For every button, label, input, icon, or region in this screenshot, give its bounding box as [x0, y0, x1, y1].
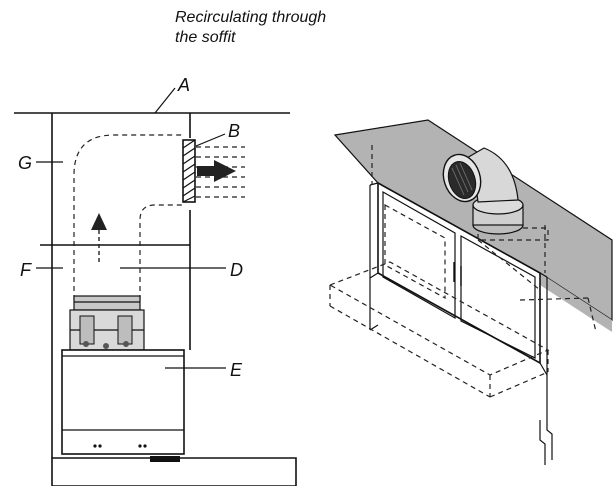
range-ledge — [51, 457, 297, 486]
hood-body — [61, 349, 185, 455]
hidden-lines — [328, 145, 597, 398]
callout-line-b — [195, 133, 226, 147]
callout-g: G — [18, 153, 32, 173]
callout-line-a — [154, 87, 176, 114]
callout-f: F — [20, 260, 32, 280]
blower-unit — [69, 295, 145, 351]
duct-path-outer — [73, 134, 183, 300]
callout-e: E — [230, 360, 243, 380]
arrow-up-icon — [91, 213, 107, 262]
duct-path-inner — [139, 204, 183, 300]
hood-light-strip — [150, 456, 180, 462]
vent-grille-icon — [182, 139, 196, 203]
arrow-right-icon — [197, 160, 236, 182]
section-view: A B G F D E — [14, 75, 297, 486]
callout-d: D — [230, 260, 243, 280]
exhaust-lines — [196, 146, 245, 198]
duct-elbow-icon — [442, 147, 524, 235]
back-wall-right-2 — [539, 420, 546, 465]
title-line-1: Recirculating through — [175, 9, 326, 26]
callout-b: B — [228, 121, 240, 141]
callout-a: A — [177, 75, 190, 95]
title-line-2: the soffit — [175, 29, 236, 46]
soffit-side-face — [540, 273, 612, 332]
back-wall-right — [546, 375, 553, 460]
isometric-view — [328, 119, 613, 465]
